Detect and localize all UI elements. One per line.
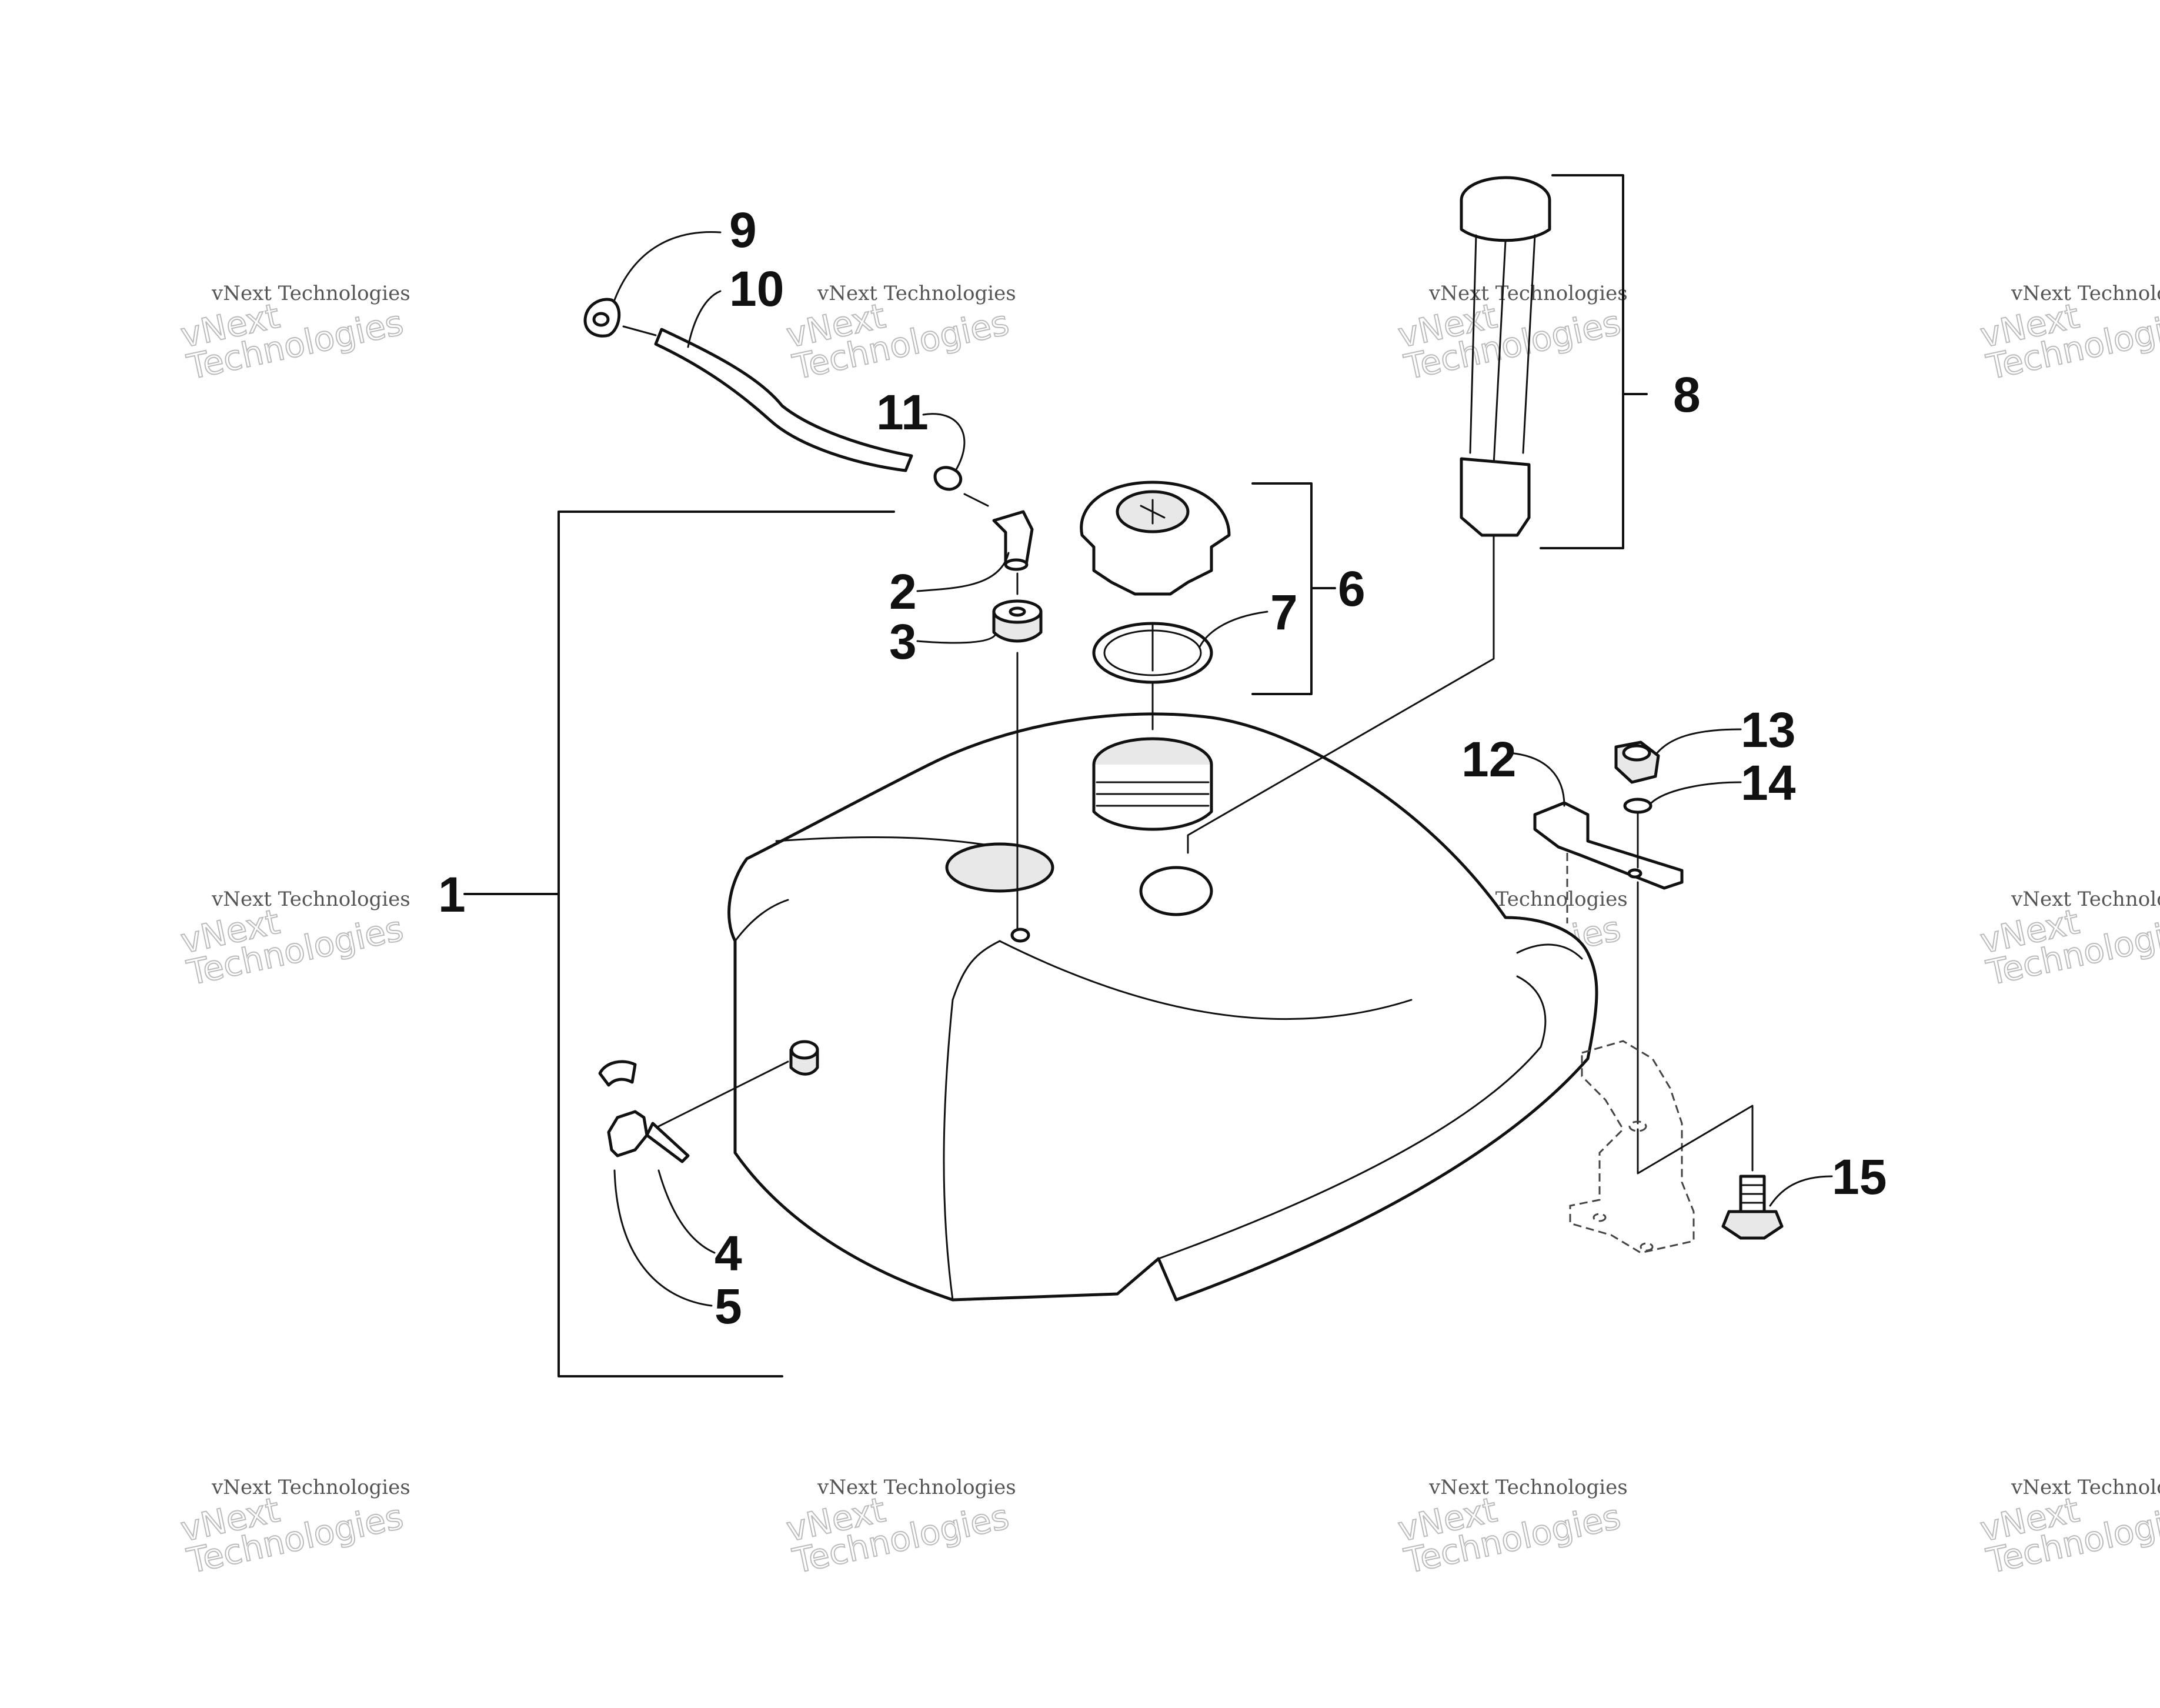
watermark: vNext Technologies vNext Technologies [1976,888,2160,993]
watermark: vNext Technologies vNext Technologies [782,1476,1016,1582]
mount-bracket [1533,801,1684,890]
watermark: vNext Technologies vNext Technologies [176,282,410,388]
check-valve [583,298,621,338]
callout-10: 10 [729,261,784,316]
svg-text:vNext Technologies: vNext Technologies [817,1476,1016,1499]
leader-10 [687,290,722,348]
leader-11 [922,413,966,472]
vent-fitting [992,510,1034,571]
callout-1: 1 [438,867,466,922]
flange-bolt [1721,1175,1784,1240]
callout-labels: 1 2 3 4 5 6 7 8 9 10 11 12 13 14 15 [438,202,1887,1334]
bracket-1 [557,511,895,1377]
frame-mount-dashed [1569,1040,1695,1254]
leader-7 [1198,611,1268,648]
callout-13: 13 [1741,702,1795,758]
fuel-pump-sender [1460,176,1551,548]
leader-3 [916,634,996,644]
leader-15 [1769,1175,1833,1207]
svg-text:vNext Technologies: vNext Technologies [211,888,410,911]
bracket-8 [1540,174,1624,549]
vent-hose [654,328,913,472]
svg-text:vNext Technologies: vNext Technologies [2011,1476,2160,1499]
svg-text:vNext Technologies: vNext Technologies [2011,282,2160,305]
watermark: vNext Technologies vNext Technologies [1976,1476,2160,1582]
leader-2 [916,552,1010,592]
callout-11: 11 [876,385,929,440]
watermark: vNext Technologies vNext Technologies [782,282,1016,388]
hose-clamp [933,466,963,491]
leader-14 [1650,781,1742,804]
callout-14: 14 [1741,755,1796,810]
svg-text:vNext Technologies: vNext Technologies [211,282,410,305]
fuel-cap [1080,481,1231,596]
leader-9 [613,231,722,301]
watermark: vNext Technologies vNext Technologies [176,1476,410,1582]
fuel-petcock [598,1060,690,1163]
svg-text:vNext Technologies: vNext Technologies [2011,888,2160,911]
callout-3: 3 [889,614,917,669]
callout-2: 2 [889,564,917,619]
leader-12 [1507,752,1565,807]
watermark: vNext Technologies vNext Technologies [1976,282,2160,388]
svg-text:vNext Technologies: vNext Technologies [1428,282,1628,305]
callout-8: 8 [1673,367,1701,422]
fuel-tank [727,712,1598,1302]
callout-12: 12 [1461,732,1516,787]
callout-9: 9 [729,202,757,258]
watermark: vNext Technologies vNext Technologies [1394,1476,1628,1582]
svg-text:vNext Technologies: vNext Technologies [211,1476,410,1499]
leader-4 [657,1169,716,1254]
lock-nut [1614,740,1660,784]
svg-text:vNext Technologies: vNext Technologies [817,282,1016,305]
callout-7: 7 [1270,585,1298,640]
watermark: vNext Technologies vNext Technologies [1394,282,1628,388]
leader-5 [613,1169,713,1307]
callout-4: 4 [715,1226,742,1281]
callout-15: 15 [1832,1149,1887,1205]
leader-13 [1656,728,1742,754]
vent-grommet [992,599,1043,643]
watermark: vNext Technologies vNext Technologies [176,888,410,993]
callout-6: 6 [1338,561,1366,616]
svg-text:vNext Technologies: vNext Technologies [1428,1476,1628,1499]
flat-washer [1623,798,1652,814]
callout-5: 5 [715,1279,742,1334]
